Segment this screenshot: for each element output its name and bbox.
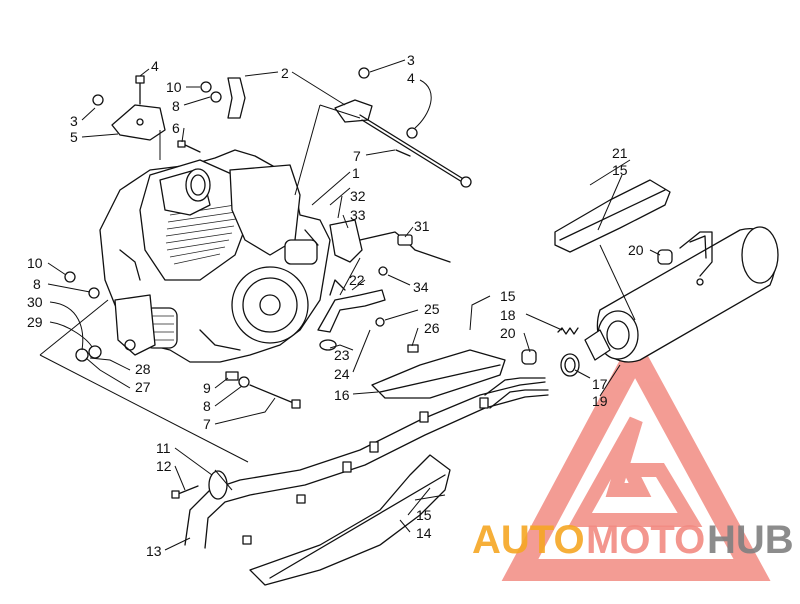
- sensor-harness-22: [317, 279, 386, 351]
- flywheel-cover-inner: [242, 277, 298, 333]
- flywheel-cover-hub: [259, 294, 281, 316]
- heat-shield-21: [554, 179, 671, 253]
- callout-18: 18: [500, 307, 516, 323]
- callout-28: 28: [135, 361, 151, 377]
- callout-1: 1: [352, 165, 360, 181]
- callout-25: 25: [424, 301, 440, 317]
- callout-labels: 4 10 8 3 5 6 2 3 4 7 1 32 33 31 34 21 15…: [27, 52, 644, 559]
- callout-13: 13: [146, 543, 162, 559]
- callout-3-left: 3: [70, 113, 78, 129]
- callout-15-mid: 15: [500, 288, 516, 304]
- callout-17: 17: [592, 376, 608, 392]
- callout-19: 19: [592, 393, 608, 409]
- callout-3-right: 3: [407, 52, 415, 68]
- upper-engine-brackets: [111, 77, 472, 263]
- heat-shield-16: [371, 349, 506, 399]
- callout-33: 33: [350, 207, 366, 223]
- callout-6: 6: [172, 120, 180, 136]
- watermark-text: AUTO MOTO HUB: [472, 518, 794, 562]
- callout-22: 22: [349, 272, 365, 288]
- muffler: [521, 226, 779, 377]
- callout-8-left: 8: [33, 276, 41, 292]
- callout-16: 16: [334, 387, 350, 403]
- callout-9: 9: [203, 380, 211, 396]
- callout-leaders: [47, 59, 661, 551]
- callout-8-bottom: 8: [203, 398, 211, 414]
- callout-12: 12: [156, 458, 172, 474]
- side-cover: [229, 164, 301, 256]
- callout-2: 2: [281, 65, 289, 81]
- watermark-auto: AUTO: [472, 518, 585, 562]
- callout-8-top: 8: [172, 98, 180, 114]
- engine-assembly: [99, 149, 331, 363]
- watermark-triangle-inner: [568, 416, 703, 527]
- heat-shield-14: [249, 454, 451, 586]
- intake-boot-ring: [190, 174, 206, 196]
- callout-7-top: 7: [353, 148, 361, 164]
- watermark-moto: MOTO: [586, 518, 705, 562]
- bracket-5: [111, 104, 166, 141]
- hardware-fasteners: [64, 67, 419, 499]
- callout-34: 34: [413, 279, 429, 295]
- callout-14: 14: [416, 525, 432, 541]
- callout-32: 32: [350, 188, 366, 204]
- callout-15-top: 15: [612, 162, 628, 178]
- front-engine-mount: [114, 294, 156, 356]
- exhaust-pipe-13: [184, 377, 549, 549]
- intake-boot: [185, 168, 211, 202]
- callout-30: 30: [27, 294, 43, 310]
- callout-10-top: 10: [166, 79, 182, 95]
- callout-27: 27: [135, 379, 151, 395]
- bracket-32-33: [329, 219, 363, 263]
- callout-29: 29: [27, 314, 43, 330]
- watermark-logo: [501, 331, 771, 581]
- callout-20-right: 20: [628, 242, 644, 258]
- callout-15-bottom: 15: [416, 507, 432, 523]
- cylinder-fins: [165, 204, 237, 265]
- callout-4-right: 4: [407, 70, 415, 86]
- callout-11: 11: [156, 440, 171, 456]
- callout-7-bottom: 7: [203, 416, 211, 432]
- callout-23: 23: [334, 347, 350, 363]
- callout-5-left: 5: [70, 129, 78, 145]
- reference-lines: [39, 104, 636, 501]
- starter-motor: [284, 239, 318, 265]
- callout-20-mid: 20: [500, 325, 516, 341]
- tie-rod-7: [359, 114, 466, 181]
- callout-4-top-left: 4: [151, 58, 159, 74]
- callout-24: 24: [334, 366, 350, 382]
- watermark-triangle: [501, 331, 771, 581]
- watermark-hub: HUB: [707, 518, 794, 562]
- callout-26: 26: [424, 320, 440, 336]
- callout-21: 21: [612, 145, 628, 161]
- callout-10-left: 10: [27, 255, 43, 271]
- bracket-2-left: [227, 77, 246, 119]
- callout-31: 31: [414, 218, 430, 234]
